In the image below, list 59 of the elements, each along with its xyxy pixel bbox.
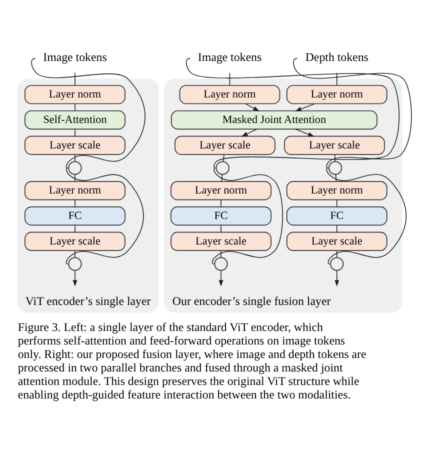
node-text: Image tokens (198, 50, 262, 64)
connector (336, 199, 338, 207)
connector (74, 199, 76, 207)
arrow (295, 102, 315, 111)
connector (326, 167, 407, 264)
connector (186, 58, 400, 168)
connector (74, 128, 76, 136)
node-box: Layer norm (286, 180, 388, 200)
node-box: Layer norm (24, 84, 126, 104)
node-text: Depth tokens (305, 50, 368, 64)
connector (74, 250, 76, 258)
node-box: Layer scale (284, 135, 385, 154)
arrow (295, 128, 314, 136)
node-circle (68, 160, 82, 174)
node-box: FC (170, 206, 272, 226)
connector (220, 250, 222, 258)
node-box: Layer scale (24, 231, 126, 250)
connector (336, 250, 338, 258)
node-box: Self-Attention (24, 110, 126, 130)
arrow (241, 128, 258, 136)
connector (221, 174, 223, 182)
arrow (218, 270, 224, 286)
node-box: Layer scale (24, 135, 126, 154)
connector (74, 154, 76, 162)
node-circle (68, 256, 82, 270)
connector (293, 58, 412, 168)
arrow (334, 270, 340, 286)
node-box: Layer norm (170, 180, 272, 200)
node-box: Layer norm (24, 180, 126, 200)
connector (212, 167, 283, 264)
node-box: Layer norm (286, 84, 388, 104)
node-box: Layer scale (174, 135, 276, 154)
connector (66, 167, 144, 264)
node-circle (328, 160, 342, 174)
node-box: FC (24, 206, 126, 226)
node-box: Layer scale (286, 231, 388, 250)
node-circle (330, 256, 344, 270)
node-box: Layer norm (179, 84, 280, 104)
node-circle (214, 256, 228, 270)
connector (336, 224, 338, 232)
arrow (245, 102, 260, 111)
connector (74, 72, 76, 86)
connector (31, 58, 146, 168)
connector (334, 154, 336, 162)
node-circle (216, 160, 230, 174)
connector (222, 154, 224, 162)
connector (74, 103, 76, 111)
connector (74, 224, 76, 232)
connector (229, 72, 230, 86)
connector (220, 224, 222, 232)
node-text: Image tokens (43, 50, 107, 64)
node-box: Layer scale (170, 231, 272, 250)
arrow (72, 270, 78, 286)
caption: Figure 3. Left: a single layer of the standard ViT encoder, which performs self-attention and feed-forward operations on image tokens only. Right: our proposed fusion layer, where image and depth tokens are processed in two parallel branches and fused through a masked joint attention module. This design preserves the original ViT structure while enabling depth-guided feature interaction between the two modalities. (18, 320, 366, 402)
node-box: Masked Joint Attention (170, 110, 378, 130)
connector (336, 72, 338, 86)
connector (220, 199, 222, 207)
node-box: FC (286, 206, 388, 226)
connector (74, 174, 76, 182)
